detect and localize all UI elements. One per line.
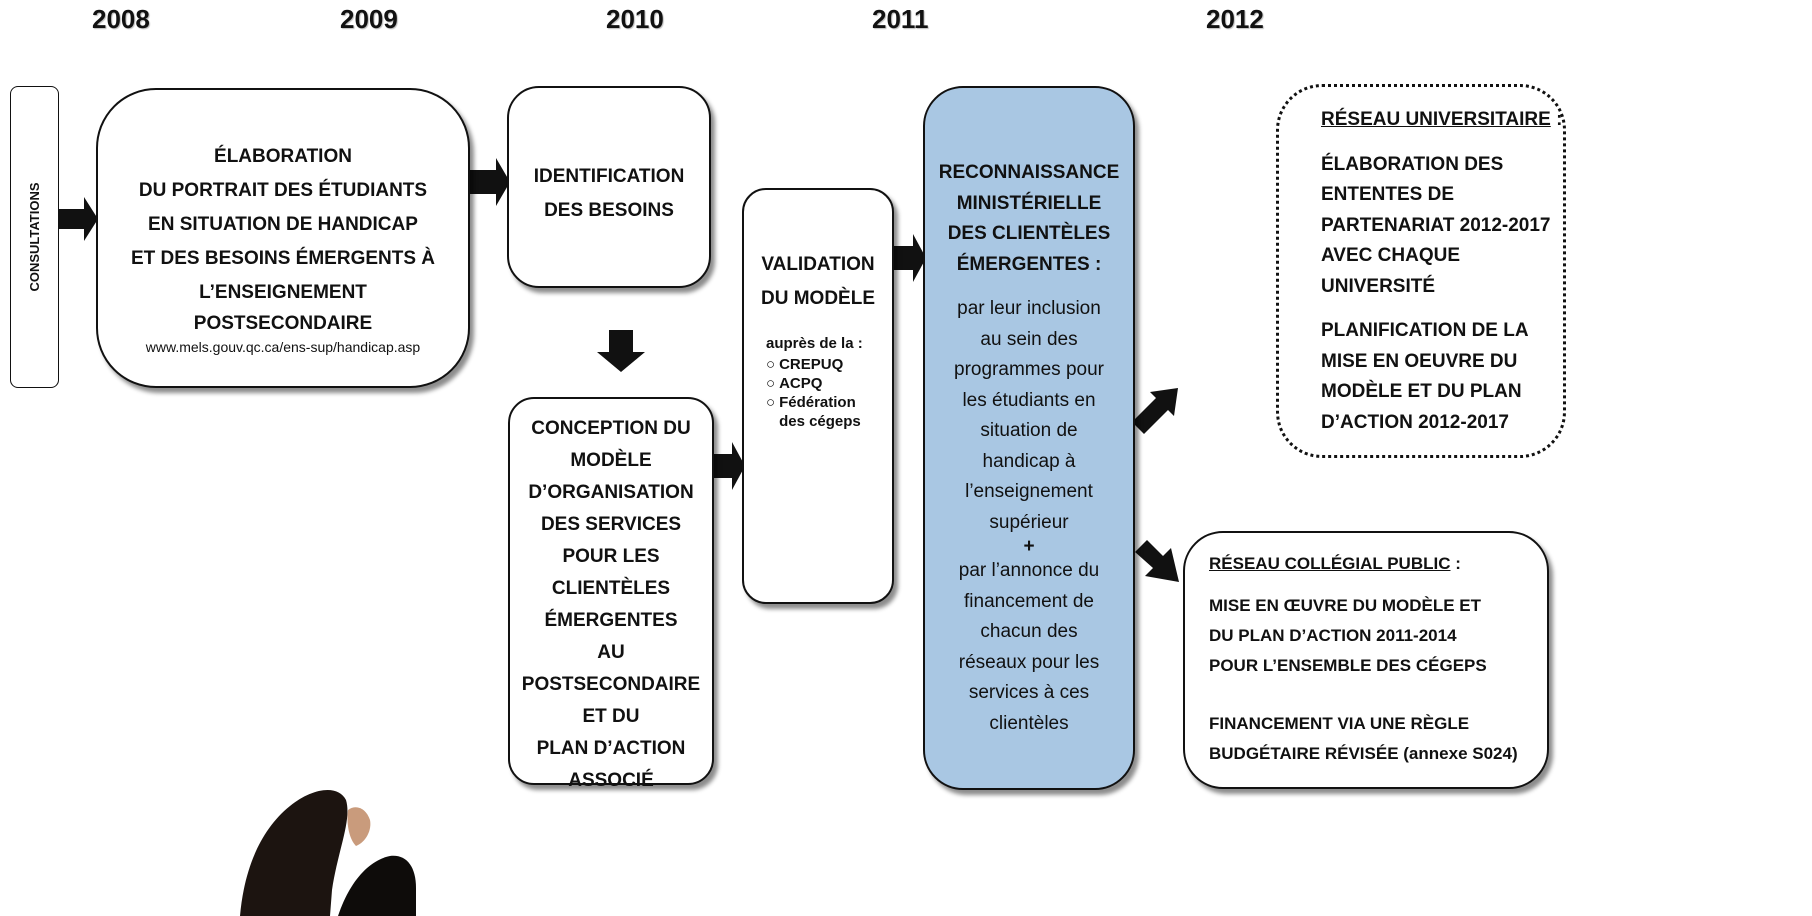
universitaire-p1-1: ÉLABORATION DES: [1321, 153, 1504, 175]
year-2010: 2010: [606, 4, 664, 34]
universitaire-p1-4: AVEC CHAQUE: [1321, 245, 1460, 266]
collegial-heading-colon: :: [1450, 554, 1461, 573]
conception-line-9: POSTSECONDAIRE: [521, 674, 701, 695]
reconnaissance-title-1: RECONNAISSANCE: [938, 162, 1120, 183]
people-photo: [240, 789, 416, 916]
year-2009: 2009: [340, 4, 398, 34]
portrait-line-4: ET DES BESOINS ÉMERGENTS À: [130, 248, 436, 269]
validation-item-federation: Fédération des cégeps: [779, 394, 861, 430]
conception-line-11: PLAN D’ACTION: [536, 738, 686, 759]
universitaire-p1-2: ENTENTES DE: [1321, 184, 1455, 205]
reconnaissance-body-14: clientèles: [989, 712, 1069, 734]
portrait-line-2: DU PORTRAIT DES ÉTUDIANTS: [138, 180, 428, 201]
reconnaissance-title-3: DES CLIENTÈLES: [947, 223, 1111, 244]
collegial-p1-3: POUR L’ENSEMBLE DES CÉGEPS: [1209, 656, 1487, 675]
reconnaissance-title-4: ÉMERGENTES :: [956, 253, 1102, 275]
identification-box: IDENTIFICATION DES BESOINS: [507, 86, 711, 288]
arrow-portrait-to-identification: [468, 158, 510, 206]
reconnaissance-body-1: par leur inclusion: [957, 298, 1101, 319]
reconnaissance-box: RECONNAISSANCE MINISTÉRIELLE DES CLIENTÈ…: [923, 86, 1135, 790]
reconnaissance-body-12: réseaux pour les: [958, 651, 1100, 673]
conception-line-12: ASSOCIÉ: [568, 770, 654, 791]
universitaire-p2-1: PLANIFICATION DE LA: [1321, 320, 1529, 341]
identification-line-2: DES BESOINS: [544, 200, 674, 221]
arrow-down-to-conception: [597, 330, 645, 372]
arrow-down-to-collegial: [1135, 540, 1179, 582]
list-item: ○Fédération des cégeps: [766, 393, 892, 431]
universitaire-heading: RÉSEAU UNIVERSITAIRE :: [1321, 105, 1563, 136]
bullet-icon: ○: [766, 356, 776, 373]
collegial-box: RÉSEAU COLLÉGIAL PUBLIC : MISE EN ŒUVRE …: [1183, 531, 1549, 789]
reconnaissance-body-10: financement de: [964, 590, 1094, 612]
conception-line-7: ÉMERGENTES: [544, 610, 678, 631]
validation-partners: auprès de la : ○CREPUQ ○ACPQ ○Fédération…: [744, 316, 892, 431]
consultations-label: CONSULTATIONS: [26, 182, 42, 292]
collegial-p1-2: DU PLAN D’ACTION 2011-2014: [1209, 626, 1457, 645]
validation-list: ○CREPUQ ○ACPQ ○Fédération des cégeps: [766, 355, 892, 431]
validation-item-acpq: ACPQ: [779, 375, 823, 392]
conception-box: CONCEPTION DU MODÈLE D’ORGANISATION DES …: [508, 397, 714, 791]
portrait-line-1: ÉLABORATION: [214, 146, 352, 167]
conception-line-5: POUR LES: [562, 546, 660, 567]
universitaire-box: RÉSEAU UNIVERSITAIRE : ÉLABORATION DES E…: [1276, 84, 1566, 458]
year-2008: 2008: [92, 4, 150, 34]
reconnaissance-body-6: handicap à: [982, 450, 1076, 472]
collegial-heading: RÉSEAU COLLÉGIAL PUBLIC :: [1209, 549, 1547, 579]
year-2012: 2012: [1206, 4, 1264, 34]
consultations-box: CONSULTATIONS: [10, 86, 59, 388]
reconnaissance-body-13: services à ces: [968, 682, 1090, 703]
reconnaissance-body-9: par l’annonce du: [958, 560, 1100, 581]
portrait-url[interactable]: www.mels.gouv.qc.ca/ens-sup/handicap.asp: [145, 339, 421, 355]
universitaire-heading-colon: :: [1550, 109, 1563, 130]
reconnaissance-body-5: situation de: [980, 420, 1078, 441]
conception-line-3: D’ORGANISATION: [528, 482, 694, 503]
conception-line-10: ET DU: [582, 706, 640, 727]
universitaire-p2-2: MISE EN OEUVRE DU: [1321, 350, 1518, 372]
validation-intro: auprès de la :: [766, 335, 863, 352]
reconnaissance-body-3: programmes pour: [954, 359, 1104, 380]
validation-line-1: VALIDATION: [761, 254, 875, 275]
list-item: ○ACPQ: [766, 374, 892, 393]
arrow-conception-to-validation: [712, 442, 745, 490]
universitaire-heading-text: RÉSEAU UNIVERSITAIRE: [1321, 109, 1551, 130]
identification-line-1: IDENTIFICATION: [533, 166, 685, 187]
reconnaissance-body-2: au sein des: [980, 328, 1078, 350]
reconnaissance-plus: +: [1023, 536, 1035, 557]
conception-line-8: AU: [597, 642, 625, 663]
bullet-icon: ○: [766, 375, 776, 392]
reconnaissance-body-7: l’enseignement: [965, 481, 1093, 502]
year-2011: 2011: [872, 4, 929, 34]
conception-line-1: CONCEPTION DU: [531, 418, 691, 439]
bullet-icon: ○: [766, 394, 776, 411]
validation-box: VALIDATION DU MODÈLE auprès de la : ○CRE…: [742, 188, 894, 604]
reconnaissance-body-4: les étudiants en: [962, 389, 1096, 411]
conception-line-6: CLIENTÈLES: [551, 578, 671, 599]
arrow-up-to-universitaire: [1132, 388, 1178, 434]
conception-line-4: DES SERVICES: [540, 514, 682, 535]
validation-item-crepuq: CREPUQ: [779, 356, 844, 373]
portrait-line-6: POSTSECONDAIRE: [193, 313, 373, 334]
collegial-p2-2: BUDGÉTAIRE RÉVISÉE (annexe S024): [1209, 744, 1518, 763]
reconnaissance-body-11: chacun des: [980, 621, 1078, 642]
list-item: ○CREPUQ: [766, 355, 892, 374]
conception-line-2: MODÈLE: [570, 450, 652, 471]
reconnaissance-title-2: MINISTÉRIELLE: [956, 192, 1102, 214]
arrow-consultations-to-portrait: [58, 197, 98, 241]
portrait-line-5: L’ENSEIGNEMENT: [199, 282, 367, 303]
universitaire-p1-5: UNIVERSITÉ: [1321, 275, 1436, 297]
collegial-heading-text: RÉSEAU COLLÉGIAL PUBLIC: [1209, 554, 1451, 573]
arrow-validation-to-reconnaissance: [893, 234, 926, 282]
universitaire-p2-3: MODÈLE ET DU PLAN: [1321, 381, 1522, 402]
reconnaissance-body-8: supérieur: [989, 511, 1069, 533]
portrait-box: ÉLABORATION DU PORTRAIT DES ÉTUDIANTS EN…: [96, 88, 470, 388]
collegial-p2-1: FINANCEMENT VIA UNE RÈGLE: [1209, 714, 1470, 733]
collegial-p1-1: MISE EN ŒUVRE DU MODÈLE ET: [1209, 596, 1482, 615]
portrait-line-3: EN SITUATION DE HANDICAP: [148, 214, 418, 235]
universitaire-p1-3: PARTENARIAT 2012-2017: [1321, 214, 1551, 236]
validation-line-2: DU MODÈLE: [761, 288, 875, 309]
universitaire-p2-4: D’ACTION 2012-2017: [1321, 411, 1509, 433]
